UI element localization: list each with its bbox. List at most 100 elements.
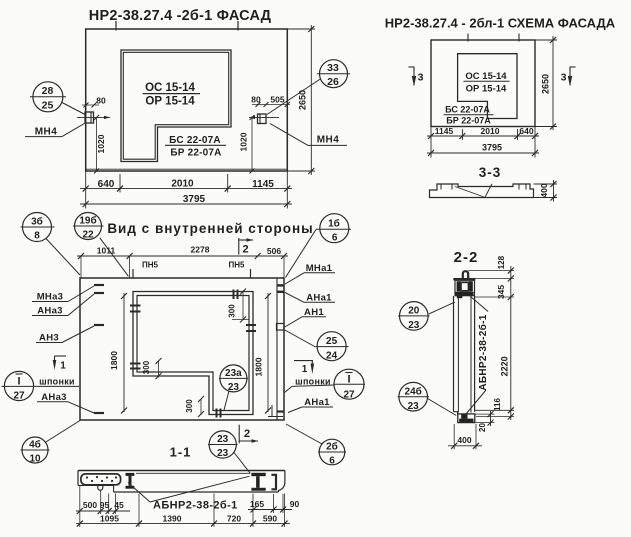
svg-text:ПН5: ПН5 xyxy=(229,261,246,270)
svg-text:23: 23 xyxy=(217,448,229,459)
svg-text:шпонки: шпонки xyxy=(39,377,75,387)
svg-text:6: 6 xyxy=(332,233,338,244)
svg-text:1020: 1020 xyxy=(239,132,249,151)
svg-text:2650: 2650 xyxy=(541,74,551,94)
svg-text:2б: 2б xyxy=(326,441,338,453)
svg-text:1390: 1390 xyxy=(163,514,182,524)
svg-text:345: 345 xyxy=(496,285,506,299)
svg-text:80: 80 xyxy=(251,95,261,105)
svg-text:МН4: МН4 xyxy=(317,135,340,146)
svg-text:1: 1 xyxy=(60,361,66,372)
svg-text:шпонки: шпонки xyxy=(295,377,331,387)
svg-text:720: 720 xyxy=(227,514,241,524)
svg-text:2-2: 2-2 xyxy=(454,249,479,266)
svg-text:ОС 15-14: ОС 15-14 xyxy=(145,82,195,94)
svg-text:25: 25 xyxy=(42,100,54,112)
svg-text:2010: 2010 xyxy=(171,179,194,190)
svg-text:28: 28 xyxy=(42,85,54,97)
svg-text:400: 400 xyxy=(457,435,471,445)
svg-text:2650: 2650 xyxy=(298,90,308,110)
svg-text:МН4: МН4 xyxy=(35,127,58,138)
svg-text:МНа3: МНа3 xyxy=(37,292,64,303)
svg-text:БР 22-07А: БР 22-07А xyxy=(170,148,221,159)
svg-text:3: 3 xyxy=(418,72,424,84)
svg-text:3795: 3795 xyxy=(183,194,206,205)
svg-text:БС 22-07А: БС 22-07А xyxy=(445,105,490,115)
svg-text:128: 128 xyxy=(497,255,506,269)
svg-text:2278: 2278 xyxy=(191,245,210,255)
svg-text:АН1: АН1 xyxy=(304,307,324,318)
svg-text:3б: 3б xyxy=(31,216,43,228)
svg-text:505: 505 xyxy=(270,95,284,105)
svg-text:19б: 19б xyxy=(79,215,96,227)
svg-text:1: 1 xyxy=(302,364,308,375)
svg-text:1095: 1095 xyxy=(100,514,119,524)
svg-text:20: 20 xyxy=(478,423,487,432)
svg-text:23: 23 xyxy=(217,434,229,445)
svg-text:8: 8 xyxy=(34,231,40,242)
svg-text:ОР 15-14: ОР 15-14 xyxy=(466,84,507,95)
svg-text:45: 45 xyxy=(114,500,124,510)
svg-text:БС 22-07А: БС 22-07А xyxy=(169,135,221,146)
svg-text:2010: 2010 xyxy=(481,126,500,136)
svg-text:1800: 1800 xyxy=(109,351,119,370)
svg-text:24б: 24б xyxy=(405,385,422,397)
svg-text:МНа1: МНа1 xyxy=(306,263,333,274)
svg-text:ПН5: ПН5 xyxy=(142,261,159,270)
svg-text:95: 95 xyxy=(100,500,110,510)
svg-text:116: 116 xyxy=(493,397,502,410)
svg-text:80: 80 xyxy=(96,96,106,106)
svg-text:33: 33 xyxy=(327,62,339,74)
svg-text:10: 10 xyxy=(29,454,41,465)
svg-text:590: 590 xyxy=(263,514,277,524)
svg-text:АНа1: АНа1 xyxy=(306,293,332,304)
svg-text:27: 27 xyxy=(13,391,25,402)
svg-text:300: 300 xyxy=(185,399,194,413)
svg-text:2220: 2220 xyxy=(500,356,510,376)
svg-text:1б: 1б xyxy=(328,218,340,230)
svg-text:2: 2 xyxy=(242,244,248,256)
svg-text:НР2-38.27.4 -2б-1 ФАСАД: НР2-38.27.4 -2б-1 ФАСАД xyxy=(89,8,272,24)
svg-text:300: 300 xyxy=(228,304,237,318)
svg-text:3-3: 3-3 xyxy=(479,165,502,180)
svg-text:ОР 15-14: ОР 15-14 xyxy=(145,96,195,108)
svg-text:23: 23 xyxy=(408,401,420,412)
svg-text:165: 165 xyxy=(250,499,264,509)
svg-text:23: 23 xyxy=(228,382,240,393)
svg-text:1800: 1800 xyxy=(254,357,264,376)
svg-text:1011: 1011 xyxy=(97,246,116,256)
svg-text:500: 500 xyxy=(83,500,97,510)
svg-text:I: I xyxy=(347,374,350,386)
svg-text:ОС 15-14: ОС 15-14 xyxy=(465,71,507,82)
svg-text:I: I xyxy=(17,376,20,388)
svg-text:АН3: АН3 xyxy=(39,333,59,344)
svg-text:300: 300 xyxy=(142,360,151,374)
svg-text:23: 23 xyxy=(408,320,420,331)
svg-text:26: 26 xyxy=(327,76,339,88)
svg-text:90: 90 xyxy=(290,499,300,509)
svg-text:АБНР2-38-2б-1: АБНР2-38-2б-1 xyxy=(477,314,489,390)
svg-text:1-1: 1-1 xyxy=(170,445,192,460)
svg-text:АБНР2-38-2б-1: АБНР2-38-2б-1 xyxy=(153,500,238,512)
svg-text:23а: 23а xyxy=(225,368,242,379)
svg-text:20: 20 xyxy=(408,306,420,317)
svg-text:1145: 1145 xyxy=(252,179,274,190)
svg-text:4б: 4б xyxy=(29,439,41,451)
svg-text:3795: 3795 xyxy=(482,143,502,153)
svg-text:АНа3: АНа3 xyxy=(37,306,63,317)
svg-text:25: 25 xyxy=(326,336,338,347)
svg-text:24: 24 xyxy=(326,351,338,362)
svg-text:1020: 1020 xyxy=(96,134,106,153)
svg-text:400: 400 xyxy=(539,183,549,197)
svg-text:НР2-38.27.4 - 2бл-1 СХЕМА ФАСА: НР2-38.27.4 - 2бл-1 СХЕМА ФАСАДА xyxy=(385,16,616,31)
svg-text:3: 3 xyxy=(561,72,567,84)
svg-text:27: 27 xyxy=(343,390,355,401)
svg-text:22: 22 xyxy=(82,230,94,241)
svg-text:Вид с внутренней стороны: Вид с внутренней стороны xyxy=(107,221,313,236)
svg-text:640: 640 xyxy=(519,126,533,136)
svg-text:640: 640 xyxy=(98,179,115,190)
svg-text:АНа3: АНа3 xyxy=(41,392,67,403)
svg-text:1145: 1145 xyxy=(435,126,454,136)
svg-text:2: 2 xyxy=(244,428,250,440)
svg-text:БР 22-07А: БР 22-07А xyxy=(446,116,491,126)
